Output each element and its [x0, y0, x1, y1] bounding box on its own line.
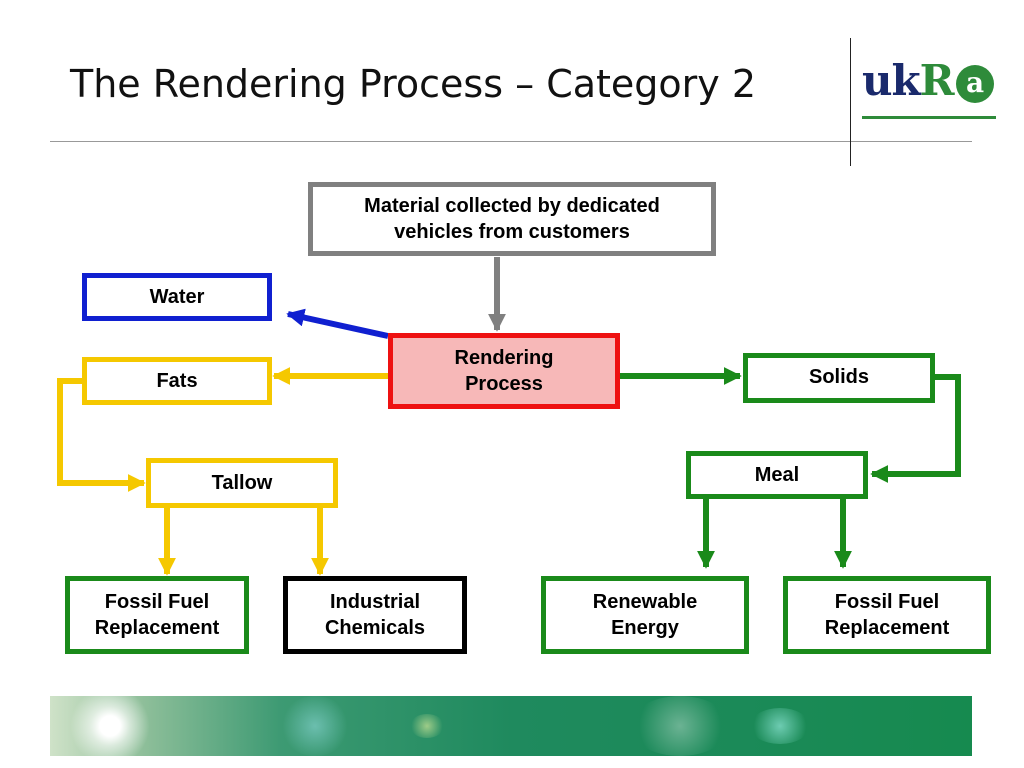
footer-banner: [50, 696, 972, 756]
node-water: Water: [82, 273, 272, 321]
title-divider: [50, 141, 972, 142]
node-fossil-fuel-right: Fossil Fuel Replacement: [783, 576, 991, 654]
arrow-fats-to-tallow: [57, 378, 146, 492]
node-fats: Fats: [82, 357, 272, 405]
arrow-rendering-to-water: [286, 308, 389, 339]
node-source: Material collected by dedicated vehicles…: [308, 182, 716, 256]
arrow-solids-to-meal: [870, 374, 961, 483]
node-renewable-energy: Renewable Energy: [541, 576, 749, 654]
node-tallow: Tallow: [146, 458, 338, 508]
node-rendering-process: Rendering Process: [388, 333, 620, 409]
node-solids: Solids: [743, 353, 935, 403]
logo-divider: [850, 38, 851, 166]
slide-title: The Rendering Process – Category 2: [70, 62, 757, 106]
node-meal: Meal: [686, 451, 868, 499]
node-industrial-chemicals: Industrial Chemicals: [283, 576, 467, 654]
node-fossil-fuel-left: Fossil Fuel Replacement: [65, 576, 249, 654]
